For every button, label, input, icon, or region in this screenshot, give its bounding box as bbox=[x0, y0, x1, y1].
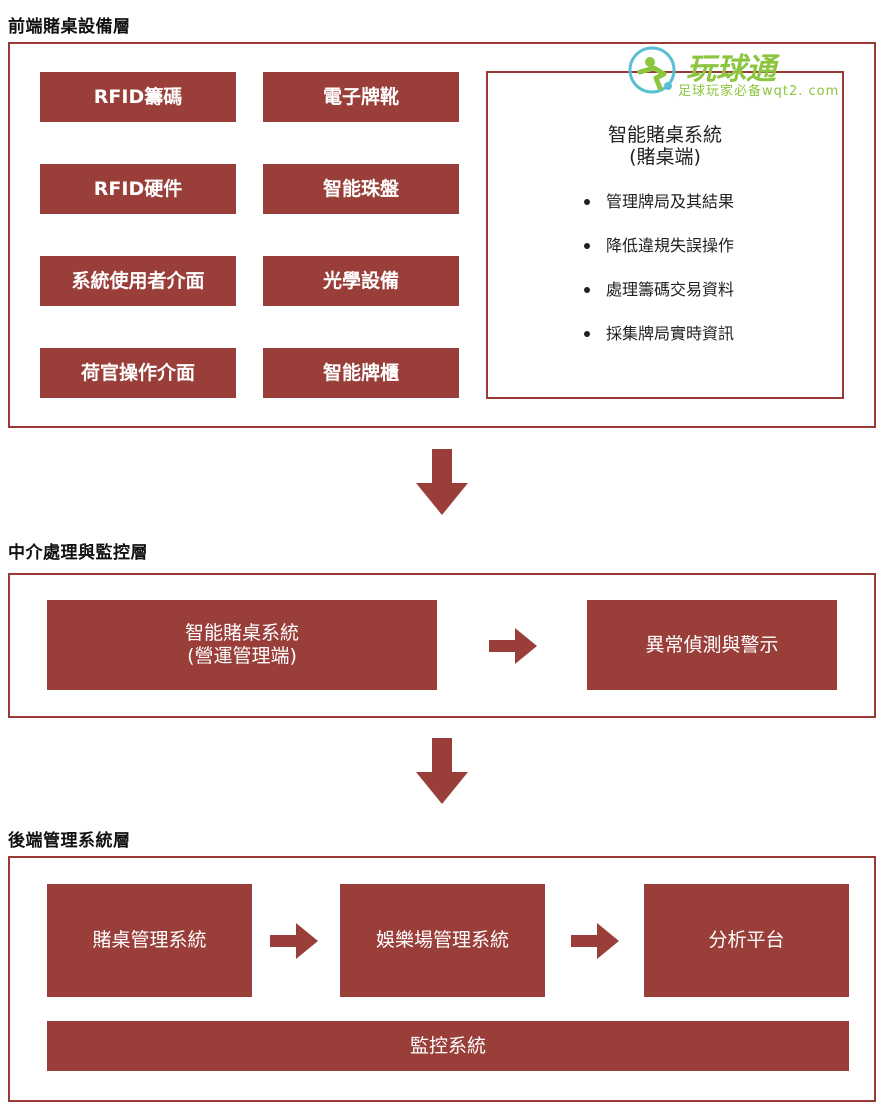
right-arrow-icon bbox=[489, 628, 537, 664]
rfid-chips-box: RFID籌碼 bbox=[40, 72, 236, 122]
feature-item: 降低違規失誤操作 bbox=[584, 235, 734, 279]
feature-item: 採集牌局實時資訊 bbox=[584, 323, 734, 367]
front-layer-title: 前端賭桌設備層 bbox=[8, 17, 131, 37]
watermark-logo: 玩球通 足球玩家必备wqt2. com bbox=[626, 42, 866, 102]
surveillance-system-box: 監控系統 bbox=[47, 1021, 849, 1071]
watermark-sub: 足球玩家必备wqt2. com bbox=[678, 84, 840, 99]
analytics-platform-box: 分析平台 bbox=[644, 884, 849, 997]
back-layer-title: 後端管理系統層 bbox=[8, 831, 131, 851]
anomaly-detection-box: 異常偵測與警示 bbox=[587, 600, 837, 690]
feature-item: 處理籌碼交易資料 bbox=[584, 279, 734, 323]
casino-management-box: 娛樂場管理系統 bbox=[340, 884, 545, 997]
smart-table-ops-box: 智能賭桌系統 (營運管理端) bbox=[47, 600, 437, 690]
middle-layer-title: 中介處理與監控層 bbox=[8, 543, 148, 563]
electronic-shoe-box: 電子牌靴 bbox=[263, 72, 459, 122]
smart-card-cabinet-box: 智能牌櫃 bbox=[263, 348, 459, 398]
optical-equipment-box: 光學設備 bbox=[263, 256, 459, 306]
feature-item: 管理牌局及其結果 bbox=[584, 191, 734, 235]
down-arrow-icon bbox=[416, 449, 468, 515]
rfid-hardware-box: RFID硬件 bbox=[40, 164, 236, 214]
smart-table-feature-list: 管理牌局及其結果 降低違規失誤操作 處理籌碼交易資料 採集牌局實時資訊 bbox=[584, 191, 734, 367]
soccer-player-icon bbox=[628, 46, 676, 94]
smart-table-system-panel: 智能賭桌系統 (賭桌端) 管理牌局及其結果 降低違規失誤操作 處理籌碼交易資料 … bbox=[486, 71, 844, 399]
right-arrow-icon bbox=[270, 923, 318, 959]
right-arrow-icon bbox=[571, 923, 619, 959]
watermark-brand: 玩球通 bbox=[686, 52, 776, 87]
system-user-interface-box: 系統使用者介面 bbox=[40, 256, 236, 306]
dealer-interface-box: 荷官操作介面 bbox=[40, 348, 236, 398]
table-management-box: 賭桌管理系統 bbox=[47, 884, 252, 997]
down-arrow-icon bbox=[416, 738, 468, 804]
smart-table-system-title: 智能賭桌系統 (賭桌端) bbox=[607, 124, 722, 168]
smart-bead-plate-box: 智能珠盤 bbox=[263, 164, 459, 214]
